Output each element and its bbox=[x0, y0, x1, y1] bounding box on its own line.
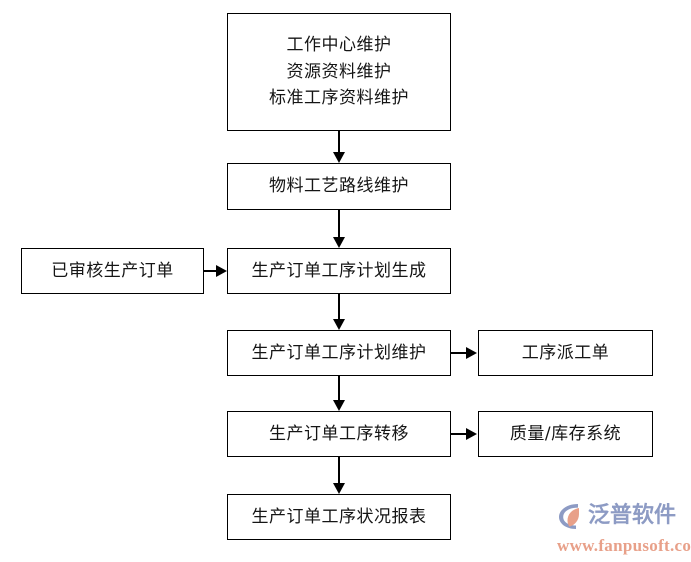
connector-planmaint-to-dispatch bbox=[451, 352, 468, 354]
arrowhead-routing-to-plangen bbox=[333, 237, 345, 248]
arrowhead-transfer-to-qc bbox=[466, 428, 477, 440]
node-base-data-line-2: 资源资料维护 bbox=[286, 61, 392, 82]
arrowhead-planmaint-to-transfer bbox=[333, 400, 345, 411]
arrowhead-transfer-to-statusreport bbox=[333, 483, 345, 494]
watermark-brand-name: 泛普软件 bbox=[588, 503, 677, 528]
node-transfer-label: 生产订单工序转移 bbox=[269, 423, 409, 444]
connector-transfer-to-qc bbox=[451, 433, 468, 435]
arrowhead-basedata-to-routing bbox=[333, 152, 345, 163]
connector-planmaint-to-transfer bbox=[338, 376, 340, 400]
connector-approvedorder-to-plangen bbox=[204, 270, 218, 272]
node-plan-generate-label: 生产订单工序计划生成 bbox=[251, 260, 427, 281]
node-approved-order-label: 已审核生产订单 bbox=[51, 260, 174, 281]
node-qc-inventory-label: 质量/库存系统 bbox=[509, 423, 622, 444]
node-operation-dispatch-order[interactable]: 工序派工单 bbox=[478, 330, 653, 376]
connector-plangen-to-planmaint bbox=[338, 294, 340, 319]
arrowhead-approvedorder-to-plangen bbox=[216, 265, 227, 277]
node-operation-plan-generate[interactable]: 生产订单工序计划生成 bbox=[227, 248, 451, 294]
node-operation-status-report[interactable]: 生产订单工序状况报表 bbox=[227, 494, 451, 540]
node-material-routing-label: 物料工艺路线维护 bbox=[269, 176, 409, 197]
connector-routing-to-plangen bbox=[338, 210, 340, 237]
node-dispatch-order-label: 工序派工单 bbox=[521, 342, 610, 363]
node-status-report-label: 生产订单工序状况报表 bbox=[251, 506, 427, 527]
arrowhead-planmaint-to-dispatch bbox=[466, 347, 477, 359]
node-base-data-maintenance[interactable]: 工作中心维护 资源资料维护 标准工序资料维护 bbox=[227, 13, 451, 131]
node-quality-inventory-system[interactable]: 质量/库存系统 bbox=[478, 411, 653, 457]
watermark-brand-row: 泛普软件 bbox=[556, 500, 691, 532]
node-material-routing-maintenance[interactable]: 物料工艺路线维护 bbox=[227, 163, 451, 210]
connector-transfer-to-statusreport bbox=[338, 457, 340, 483]
node-approved-production-order[interactable]: 已审核生产订单 bbox=[21, 248, 204, 294]
fanpu-logo-icon bbox=[556, 501, 586, 531]
connector-basedata-to-routing bbox=[338, 131, 340, 152]
watermark-url: www.fanpusoft.com bbox=[557, 536, 691, 555]
watermark-logo: 泛普软件 www.fanpusoft.com bbox=[556, 500, 691, 556]
node-operation-transfer[interactable]: 生产订单工序转移 bbox=[227, 411, 451, 457]
node-operation-plan-maintain[interactable]: 生产订单工序计划维护 bbox=[227, 330, 451, 376]
arrowhead-plangen-to-planmaint bbox=[333, 319, 345, 330]
node-plan-maintain-label: 生产订单工序计划维护 bbox=[251, 342, 427, 363]
node-base-data-line-3: 标准工序资料维护 bbox=[269, 88, 409, 109]
node-base-data-line-1: 工作中心维护 bbox=[286, 35, 392, 56]
